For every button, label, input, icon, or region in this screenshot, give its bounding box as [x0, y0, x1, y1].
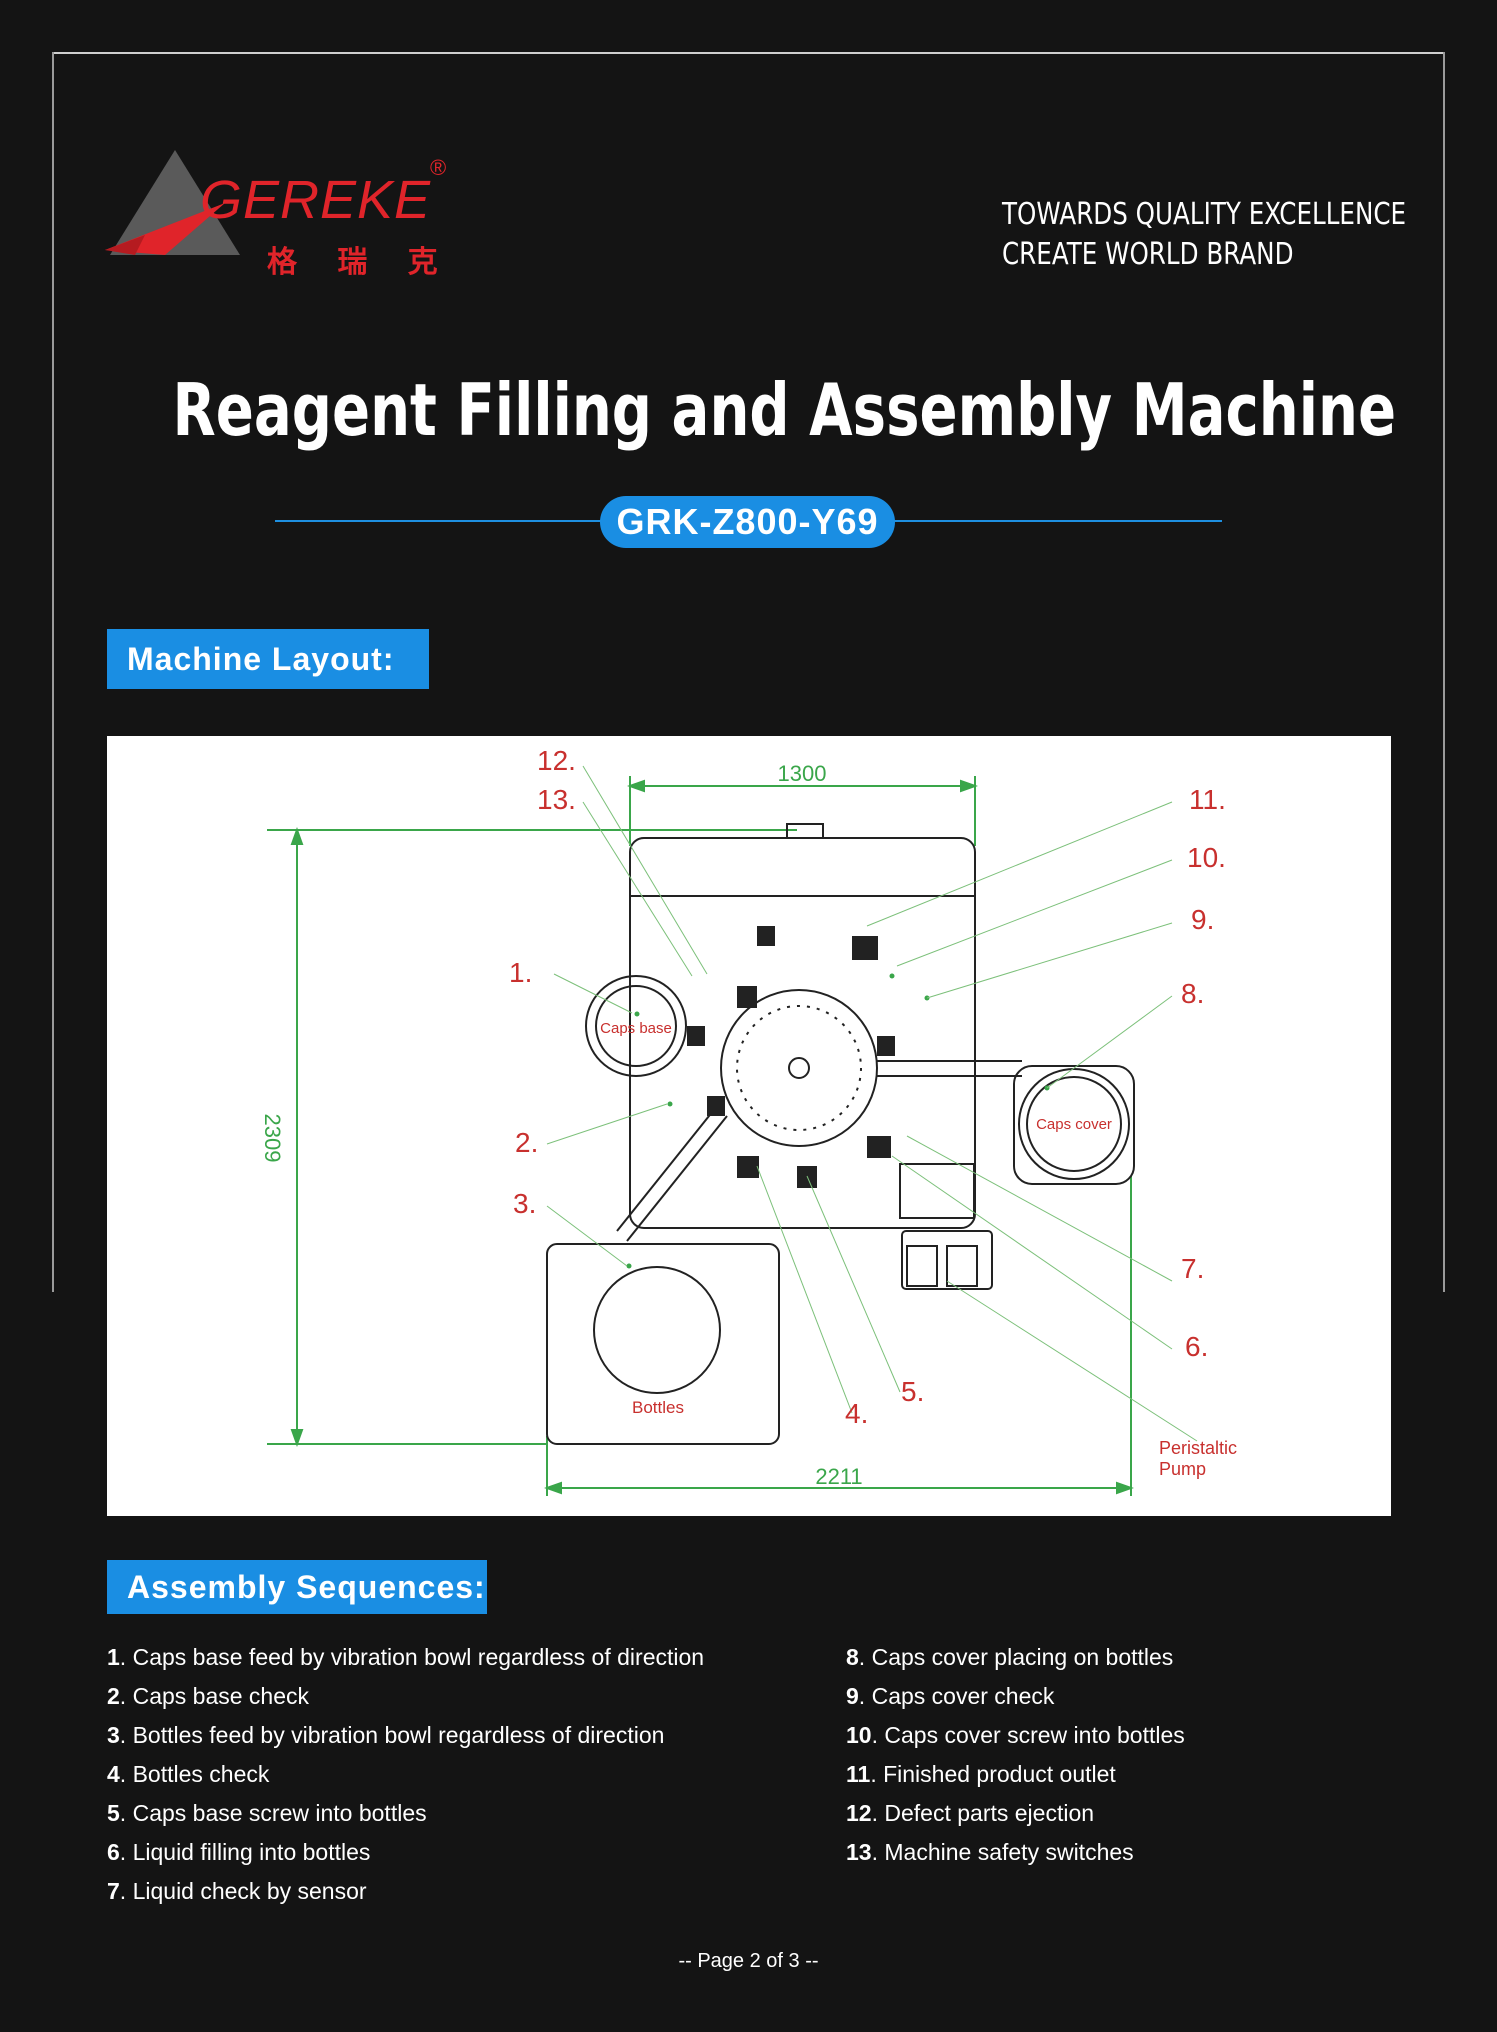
brand-logo: GEREKE ® 格 瑞 克 [105, 145, 465, 280]
callout-2: 2. [515, 1127, 538, 1158]
callout-7: 7. [1181, 1253, 1204, 1284]
slogan-line-2: CREATE WORLD BRAND [1002, 237, 1294, 272]
model-rule-left [275, 520, 605, 522]
callout-3: 3. [513, 1188, 536, 1219]
list-item: 10. Caps cover screw into bottles [846, 1722, 1185, 1748]
page-title: Reagent Filling and Assembly Machine [0, 368, 1497, 452]
slogan-line-1: TOWARDS QUALITY EXCELLENCE [1002, 197, 1407, 232]
machine-layout-drawing: 1300 2309 2211 [107, 736, 1391, 1516]
callout-8: 8. [1181, 978, 1204, 1009]
dimension-left: 2309 [260, 1114, 285, 1163]
callout-12: 12. [537, 745, 576, 776]
label-pump-line1: Peristaltic [1159, 1438, 1237, 1458]
page-frame-left [52, 52, 54, 1292]
list-item: 13. Machine safety switches [846, 1839, 1134, 1865]
brand-name-cn: 格 瑞 克 [267, 246, 454, 279]
list-item: 12. Defect parts ejection [846, 1800, 1095, 1826]
callout-1: 1. [509, 957, 532, 988]
assembly-list-right: 8. Caps cover placing on bottles 9. Caps… [846, 1638, 1185, 1872]
layout-heading: Machine Layout: [107, 629, 429, 689]
layout-diagram-svg: 1300 2309 2211 [260, 745, 1237, 1496]
dimension-top: 1300 [778, 761, 827, 786]
label-pump-line2: Pump [1159, 1459, 1206, 1479]
page-frame-right [1443, 52, 1445, 1292]
list-item: 11. Finished product outlet [846, 1761, 1116, 1787]
list-item: 3. Bottles feed by vibration bowl regard… [107, 1722, 665, 1748]
list-item: 4. Bottles check [107, 1761, 270, 1787]
model-rule-right [890, 520, 1222, 522]
dimension-bottom: 2211 [815, 1464, 862, 1489]
assembly-list-left: 1. Caps base feed by vibration bowl rega… [107, 1638, 704, 1911]
callout-5: 5. [901, 1376, 924, 1407]
registered-mark: ® [430, 155, 447, 180]
page-footer: -- Page 2 of 3 -- [678, 1950, 819, 1972]
callout-4: 4. [845, 1398, 868, 1429]
page-frame-top [52, 52, 1445, 54]
callout-6: 6. [1185, 1331, 1208, 1362]
brand-name: GEREKE [200, 170, 432, 230]
label-caps-base: Caps base [600, 1020, 672, 1037]
list-item: 1. Caps base feed by vibration bowl rega… [107, 1644, 705, 1670]
model-badge: GRK-Z800-Y69 [600, 496, 895, 548]
page-title-text: Reagent Filling and Assembly Machine [172, 368, 1397, 452]
label-caps-cover: Caps cover [1036, 1116, 1112, 1133]
assembly-heading: Assembly Sequences: [107, 1560, 487, 1614]
list-item: 5. Caps base screw into bottles [107, 1800, 427, 1826]
callout-11: 11. [1189, 784, 1226, 815]
list-item: 7. Liquid check by sensor [107, 1878, 367, 1904]
callout-13: 13. [537, 784, 576, 815]
callout-10: 10. [1187, 842, 1226, 873]
list-item: 2. Caps base check [107, 1683, 310, 1709]
label-bottles: Bottles [632, 1398, 684, 1417]
slogan: TOWARDS QUALITY EXCELLENCE CREATE WORLD … [1002, 195, 1406, 275]
callout-9: 9. [1191, 904, 1214, 935]
list-item: 8. Caps cover placing on bottles [846, 1644, 1174, 1670]
logo-triangle-icon [105, 150, 240, 255]
list-item: 6. Liquid filling into bottles [107, 1839, 371, 1865]
list-item: 9. Caps cover check [846, 1683, 1055, 1709]
